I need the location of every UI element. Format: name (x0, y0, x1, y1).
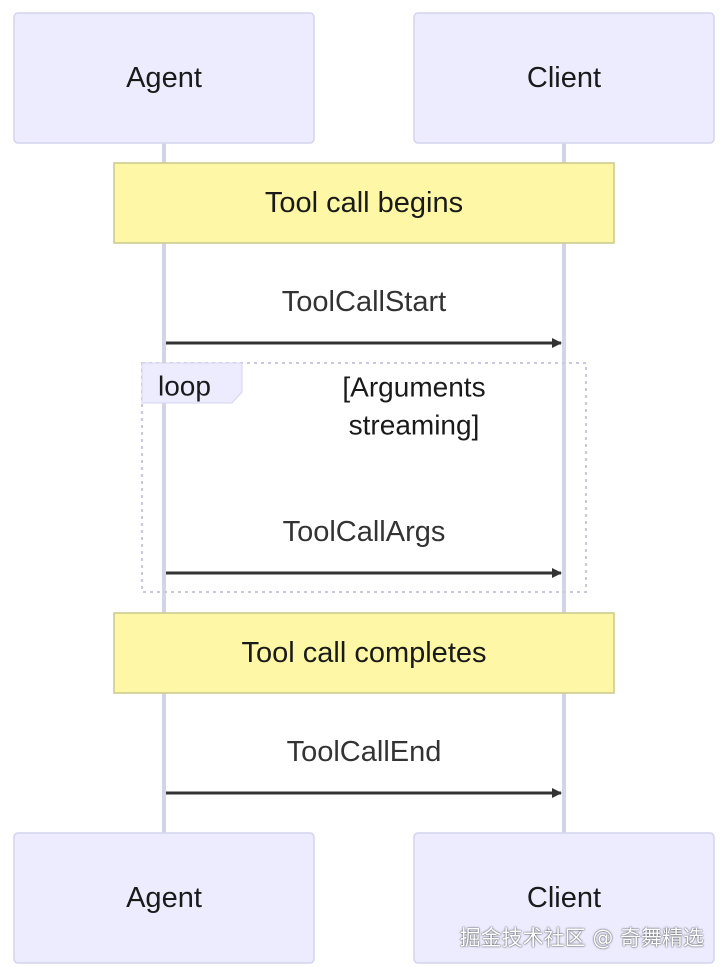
note-tool-call-completes-text: Tool call completes (242, 637, 487, 669)
loop-condition-line2: streaming] (349, 410, 480, 441)
loop-label: loop (158, 371, 211, 402)
actor-client-top: Client (413, 12, 715, 144)
actor-client-bottom-label: Client (527, 882, 601, 914)
loop-condition-line1: [Arguments (342, 372, 485, 403)
note-tool-call-begins: Tool call begins (113, 162, 615, 244)
message-tool-call-end: ToolCallEnd (166, 736, 562, 798)
note-tool-call-begins-text: Tool call begins (265, 187, 463, 219)
actor-client-bottom: Client (413, 832, 715, 964)
note-tool-call-completes: Tool call completes (113, 612, 615, 694)
message-tool-call-args: ToolCallArgs (166, 516, 562, 578)
loop-tab (141, 362, 243, 404)
actor-agent-bottom-label: Agent (126, 882, 202, 914)
watermark: 掘金技术社区 @ 奇舞精选 (459, 926, 704, 950)
actor-agent-bottom: Agent (13, 832, 315, 964)
actor-agent-top: Agent (13, 12, 315, 144)
actor-client-top-label: Client (527, 62, 601, 94)
message-tool-call-start: ToolCallStart (166, 286, 562, 348)
actor-agent-top-label: Agent (126, 62, 202, 94)
message-tool-call-start-label: ToolCallStart (282, 286, 446, 318)
message-tool-call-args-label: ToolCallArgs (283, 516, 446, 548)
message-tool-call-end-label: ToolCallEnd (287, 736, 442, 768)
loop-frame: loop [Arguments streaming] (141, 362, 587, 593)
